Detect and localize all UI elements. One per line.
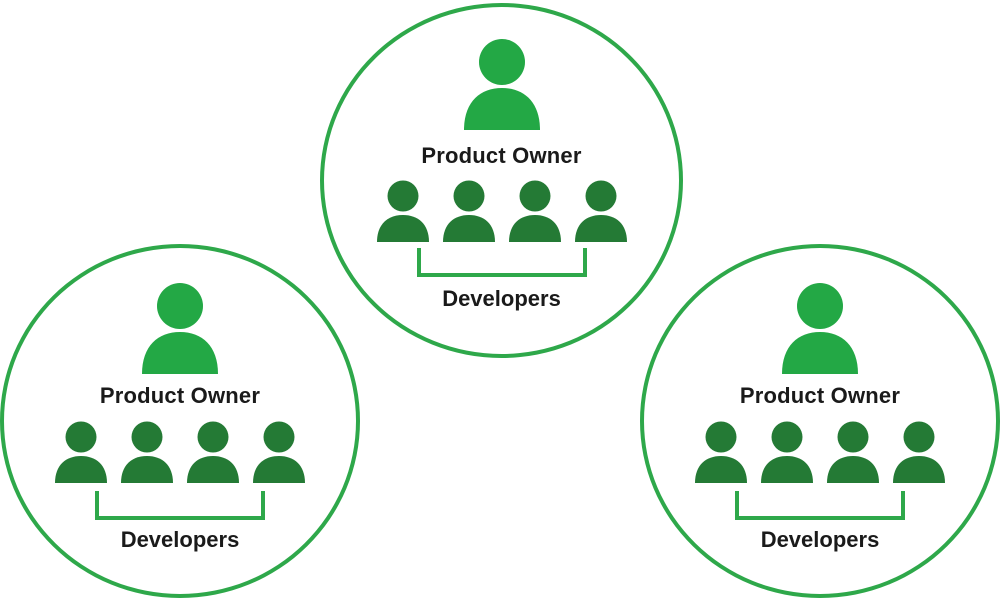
product-owner-person-icon: [462, 38, 542, 130]
developers-bracket: [734, 491, 906, 521]
developer-person-icon: [120, 421, 174, 483]
developers-bracket: [416, 248, 588, 278]
product-owner-label: Product Owner: [99, 383, 261, 408]
developers-label: Developers: [442, 286, 561, 311]
developer-person-icon: [760, 421, 814, 483]
developer-person-icon: [186, 421, 240, 483]
developers-label: Developers: [760, 527, 880, 552]
team-circle: Product Owner Developers: [0, 244, 360, 598]
developer-person-icon: [54, 421, 108, 483]
product-owner-person-icon: [780, 282, 860, 374]
team-circle: Product Owner Developers: [640, 244, 1000, 598]
developer-person-icon: [826, 421, 880, 483]
developer-person-icon: [892, 421, 946, 483]
developers-bracket: [94, 491, 266, 521]
team-circle: Product Owner Developers: [320, 3, 683, 358]
product-owner-person-icon: [140, 282, 220, 374]
product-owner-label: Product Owner: [739, 383, 901, 408]
developer-person-icon: [442, 180, 496, 242]
developer-person-icon: [574, 180, 628, 242]
developer-person-icon: [376, 180, 430, 242]
developer-person-icon: [694, 421, 748, 483]
developer-person-icon: [508, 180, 562, 242]
developer-person-icon: [252, 421, 306, 483]
developers-row: [376, 180, 628, 244]
developers-row: [694, 421, 946, 485]
developers-label: Developers: [120, 527, 240, 552]
product-owner-label: Product Owner: [421, 143, 582, 168]
developers-row: [54, 421, 306, 485]
